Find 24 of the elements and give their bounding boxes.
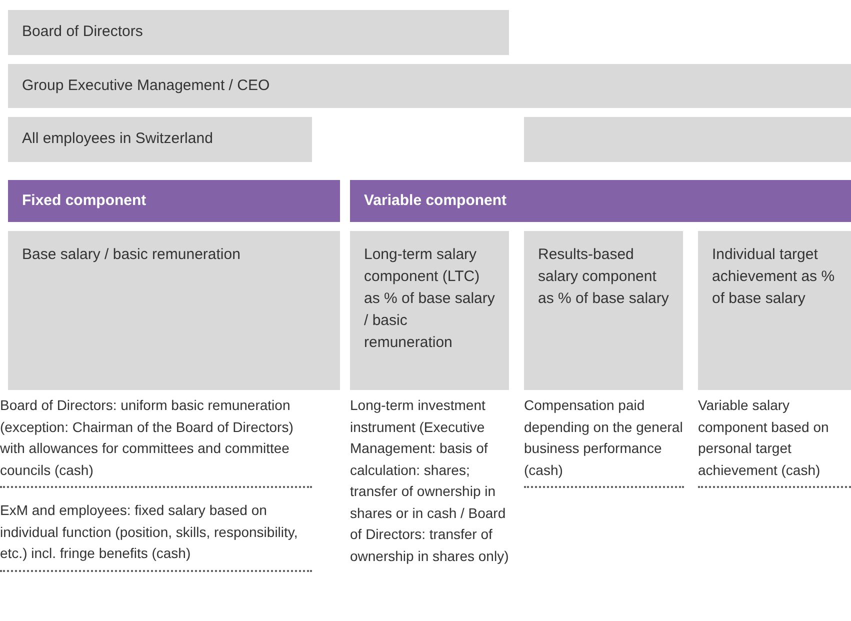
section-title: Variable component xyxy=(364,191,508,211)
category-label: Board of Directors xyxy=(22,22,144,42)
category-box xyxy=(698,231,851,390)
empty-bar xyxy=(524,117,851,162)
category-box xyxy=(8,10,509,55)
category-box xyxy=(8,64,851,108)
section-title: Fixed component xyxy=(22,191,148,211)
category-label: Base salary / basic remuneration xyxy=(22,245,242,265)
section-header xyxy=(8,180,340,222)
description-text: Long-term investment instrument (Executive Management: basis of calculation: shares; transfer of ownership in shares or in cash / Board of Directors: transfer of ownership in shares only) xyxy=(350,396,510,566)
category-label: Individual target achievement as % of base salary xyxy=(712,245,836,309)
category-box xyxy=(8,231,340,390)
category-label: Results-based salary component as % of base salary xyxy=(538,245,670,309)
description-text: Variable salary component based on personal target achievement (cash) xyxy=(698,395,851,488)
category-box xyxy=(350,231,509,390)
category-box xyxy=(524,231,683,390)
section-header xyxy=(350,180,851,222)
description-text: ExM and employees: fixed salary based on individual function (position, skills, responsibility, etc.) incl. fringe benefits (cash) xyxy=(0,500,312,572)
category-label: Group Executive Management / CEO xyxy=(22,76,271,96)
category-box xyxy=(8,117,312,162)
description-text: Compensation paid depending on the general business performance (cash) xyxy=(524,395,684,488)
description-text: Board of Directors: uniform basic remuneration (exception: Chairman of the Board of Directors) with allowances for committees and committee councils (cash) xyxy=(0,395,312,488)
category-label: Long-term salary component (LTC) as % of base salary / basic remuneration xyxy=(364,245,496,353)
category-label: All employees in Switzerland xyxy=(22,129,214,149)
